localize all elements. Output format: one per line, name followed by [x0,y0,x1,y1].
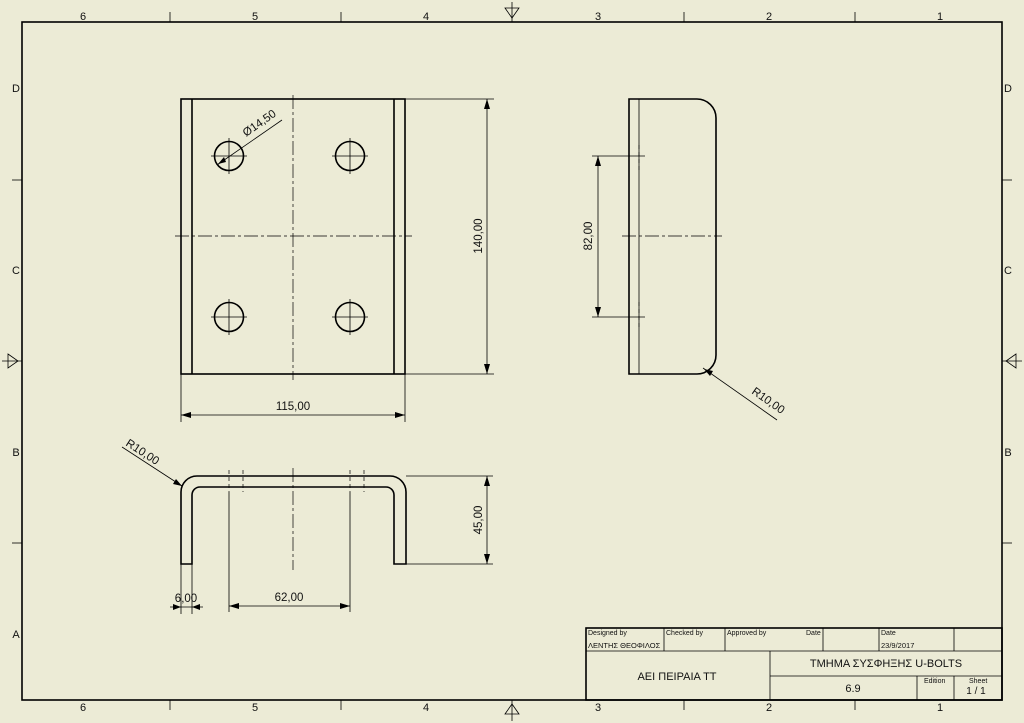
zone-row-c: C [12,265,20,277]
zone-col-1-bottom: 1 [937,702,943,714]
zone-col-5-bottom: 5 [252,702,258,714]
bolt-hole [211,299,247,335]
title-block: Designed by ΛΕΝΤΗΣ ΘΕΟΦΙΛΟΣ Checked by A… [585,627,1003,701]
dim-plate-height: 140,00 [473,218,485,253]
bolt-hole [332,299,368,335]
sheet-value: 1 / 1 [966,686,986,697]
designed-by-label: Designed by [588,630,627,637]
zone-col-6-bottom: 6 [80,702,86,714]
bolt-hole [211,138,247,174]
zone-row-b: B [12,447,19,459]
checked-by-label: Checked by [666,630,703,637]
designed-by-value: ΛΕΝΤΗΣ ΘΕΟΦΙΛΟΣ [588,641,661,650]
zone-row-c-right: C [1004,265,1012,277]
date-label: Date [881,630,896,637]
zone-col-2: 2 [766,11,772,23]
zone-row-b-right: B [1004,447,1011,459]
date-label-approved: Date [806,630,821,637]
dim-bottom-radius: R10,00 [123,437,161,467]
zone-col-1: 1 [937,11,943,23]
zone-col-5: 5 [252,11,258,23]
bolt-hole [332,138,368,174]
zone-labels-bottom: 6 5 4 3 2 1 [80,702,943,714]
date-value: 23/9/2017 [881,641,914,650]
dim-hole-diameter: Ø14,50 [241,108,279,139]
drawing-number: 6.9 [845,683,860,695]
zone-col-4-bottom: 4 [423,702,429,714]
zone-row-d: D [12,83,20,95]
zone-row-a: A [12,629,20,641]
approved-by-label: Approved by [727,630,767,637]
sheet-label: Sheet [969,678,987,685]
dim-bend-height: 45,00 [473,506,485,535]
dim-side-radius: R10,00 [749,386,786,417]
dim-plate-width: 115,00 [276,401,310,413]
zone-col-2-bottom: 2 [766,702,772,714]
zone-col-3: 3 [595,11,601,23]
zone-labels-left: D C B A [12,83,20,641]
drawing-border [21,21,1003,701]
zone-col-6: 6 [80,11,86,23]
zone-col-4: 4 [423,11,429,23]
side-view: 82,00 R10,00 [583,98,787,421]
zone-row-d-right: D [1004,83,1012,95]
dim-hole-spacing-vertical: 82,00 [583,222,595,251]
dim-thickness: 6,00 [175,593,197,605]
zone-labels-right: D C B [1004,83,1012,459]
zone-col-3-bottom: 3 [595,702,601,714]
dim-hole-spacing-horizontal: 62,00 [275,592,304,604]
front-view: Ø14,50 140,00 115,00 [175,95,494,422]
zone-ticks [12,12,1012,710]
drawing-title: ΤΜΗΜΑ ΣΥΣΦΗΞΗΣ U-BOLTS [810,658,962,670]
edition-label: Edition [924,678,946,685]
zone-labels-top: 6 5 4 3 2 1 [80,11,943,23]
organization-name: ΑΕΙ ΠΕΙΡΑΙΑ ΤΤ [637,671,716,683]
top-view: R10,00 45,00 6,00 62,00 [121,437,493,614]
